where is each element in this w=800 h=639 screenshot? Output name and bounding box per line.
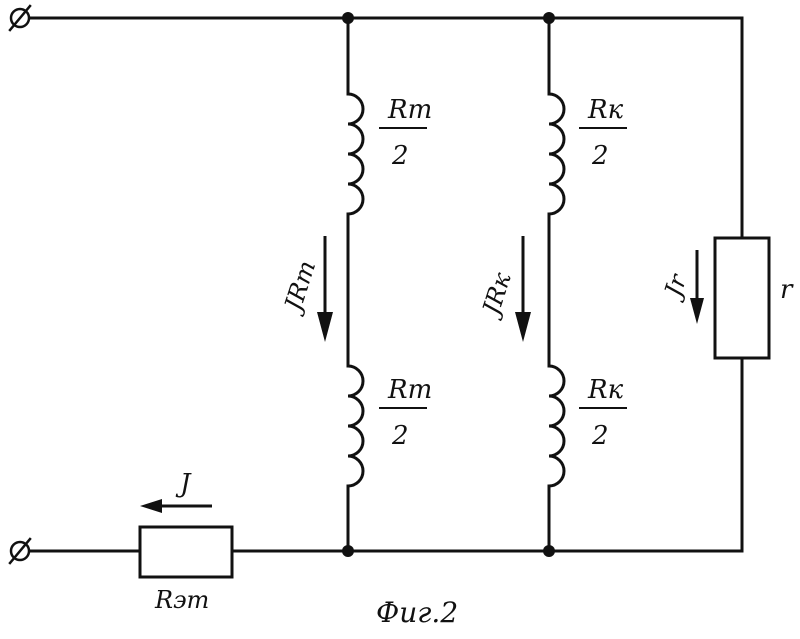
label-rk-bottom-denominator: 2 bbox=[591, 421, 609, 451]
label-rt-top-denominator: 2 bbox=[391, 141, 409, 171]
label-resistor-ret: Rэт bbox=[154, 586, 209, 614]
inductor-rk-top bbox=[549, 94, 564, 214]
terminal-bottom bbox=[10, 539, 30, 563]
label-rk-top: Rк 2 bbox=[580, 95, 626, 171]
label-current-main: J bbox=[175, 469, 192, 499]
inductor-rk-bottom bbox=[549, 366, 564, 486]
inductor-rt-top bbox=[348, 94, 363, 214]
label-rk-bottom-numerator: Rк bbox=[587, 375, 624, 405]
node-top-t bbox=[342, 12, 354, 24]
label-resistor-r: r bbox=[780, 275, 794, 305]
label-current-rt: JRт bbox=[278, 257, 322, 318]
inductor-rt-bottom bbox=[348, 366, 363, 486]
node-top-k bbox=[543, 12, 555, 24]
arrow-down-icon bbox=[515, 236, 531, 342]
label-rt-top-numerator: Rт bbox=[387, 95, 432, 125]
label-current-rk: JRк bbox=[476, 269, 517, 323]
resistor-r bbox=[715, 238, 769, 358]
resistor-ret bbox=[140, 527, 232, 577]
label-rt-bottom-denominator: 2 bbox=[391, 421, 409, 451]
label-rk-top-numerator: Rк bbox=[587, 95, 624, 125]
arrow-down-icon bbox=[690, 250, 704, 324]
figure-caption: Фиг.2 bbox=[376, 596, 458, 629]
label-rk-top-denominator: 2 bbox=[591, 141, 609, 171]
label-current-r: Jr bbox=[658, 270, 693, 305]
terminal-top bbox=[10, 6, 30, 30]
arrow-down-icon bbox=[317, 236, 333, 342]
label-rt-bottom-numerator: Rт bbox=[387, 375, 432, 405]
node-bottom-t bbox=[342, 545, 354, 557]
node-bottom-k bbox=[543, 545, 555, 557]
label-rt-bottom: Rт 2 bbox=[380, 375, 432, 451]
label-rk-bottom: Rк 2 bbox=[580, 375, 626, 451]
arrow-left-icon bbox=[140, 499, 212, 513]
label-rt-top: Rт 2 bbox=[380, 95, 432, 171]
